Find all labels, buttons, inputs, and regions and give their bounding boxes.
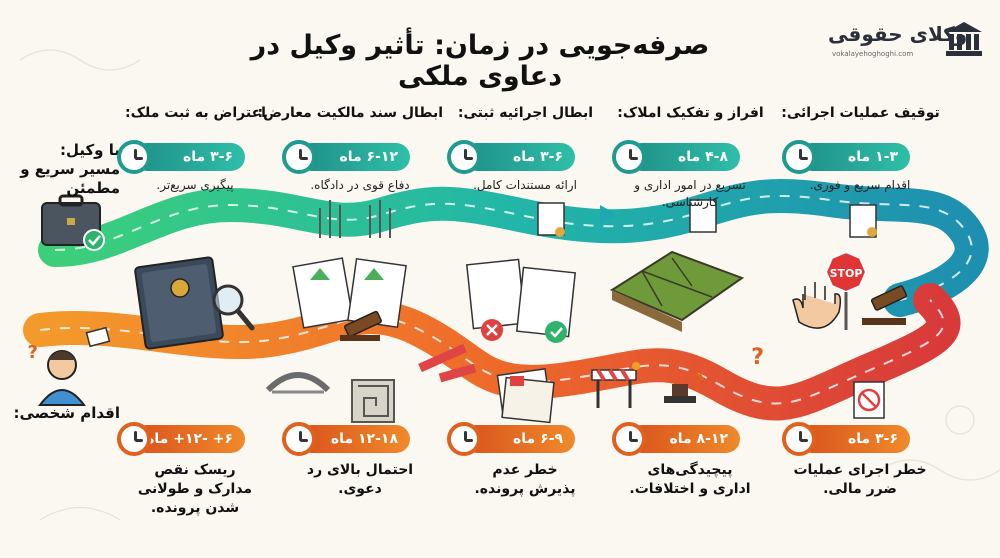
gate-icon: [319, 200, 391, 238]
logo: وکلای حقوقی vokalayehoghoghi.com: [822, 14, 992, 64]
stamp-question-icon: ? ?: [664, 345, 764, 403]
personal-description: خطر اجرای عملیات ضرر مالی.: [793, 462, 927, 497]
lawyer-duration-pill: ۳-۶ ماه: [463, 143, 575, 171]
personal-duration-pill: ۶+ -۱۲+ ماه: [133, 425, 245, 453]
maze-icon: [351, 379, 395, 423]
personal-description: ریسک نقص مدارک و طولانی شدن پرونده.: [137, 462, 253, 516]
lawyer-clock-icon: [282, 140, 316, 174]
briefcase-icon: [41, 194, 105, 251]
lawyer-description: ارائه مستندات کامل.: [473, 178, 577, 192]
torn-tape-icon: [418, 343, 477, 383]
stamped-document-icon: [689, 199, 877, 238]
lawyer-description: دفاع قوی در دادگاه.: [310, 178, 410, 192]
lawyer-description: اقدام سریع و فوری.: [809, 178, 911, 192]
lawyer-duration-pill: ۳-۶ ماه: [133, 143, 245, 171]
lawyer-clock-icon: [612, 140, 646, 174]
personal-duration-pill: ۸-۱۲ ماه: [628, 425, 740, 453]
svg-text:STOP: STOP: [830, 267, 863, 280]
crossed-document-icon: [853, 381, 885, 419]
svg-text:?: ?: [28, 342, 38, 363]
barrier-icon: [591, 362, 640, 408]
personal-description: پیچیدگی‌های اداری و اختلافات.: [629, 462, 751, 497]
column-title: توقیف عملیات اجرائی:: [781, 105, 940, 121]
lawyer-duration-pill: ۱-۳ ماه: [798, 143, 910, 171]
bridge-icon: [265, 372, 331, 394]
lawyer-duration-pill: ۶-۱۲ ماه: [298, 143, 410, 171]
personal-duration-pill: ۱۲-۱۸ ماه: [298, 425, 410, 453]
lawyer-duration-pill: ۴-۸ ماه: [628, 143, 740, 171]
documents-x-check-icon: [465, 258, 577, 343]
column-title: اعتراض به ثبت ملک:: [125, 105, 266, 121]
personal-clock-icon: [612, 422, 646, 456]
personal-description: احتمال بالای رد دعوی.: [306, 462, 414, 497]
certificate-icon: [537, 202, 618, 237]
land-parcel-icon: [609, 250, 745, 332]
page-title: صرفه‌جویی در زمان: تأثیر وکیل در دعاوی م…: [250, 30, 710, 92]
personal-duration-pill: ۶-۹ ماه: [463, 425, 575, 453]
personal-clock-icon: [282, 422, 316, 456]
lawyer-label: با وکیل: مسیر سریع و مطمئن: [20, 141, 120, 197]
personal-duration-pill: ۳-۶ ماه: [798, 425, 910, 453]
personal-description: خطر عدم پذیرش پرونده.: [474, 462, 576, 497]
law-book-icon: [134, 256, 255, 350]
paper-pile-icon: [496, 368, 555, 424]
column-title: ابطال اجرائیه ثبتی:: [457, 105, 594, 121]
logo-brand: وکلای حقوقی: [828, 22, 968, 46]
deeds-gavel-icon: [292, 257, 407, 341]
lawyer-clock-icon: [447, 140, 481, 174]
lawyer-description: تسریع در امور اداری و کارشناسی.: [634, 178, 746, 209]
lawyer-clock-icon: [117, 140, 151, 174]
column-title: افراز و تفکیک املاک:: [617, 105, 764, 121]
personal-label: اقدام شخصی:: [13, 404, 120, 422]
column-title: ابطال سند مالکیت معارض:: [257, 105, 443, 121]
lawyer-description: پیگیری سریع‌تر.: [156, 178, 234, 192]
lawyer-clock-icon: [782, 140, 816, 174]
person-icon: ?: [28, 326, 111, 406]
svg-text:?: ?: [691, 371, 704, 396]
stop-sign-icon: STOP: [792, 250, 908, 330]
personal-clock-icon: [782, 422, 816, 456]
personal-clock-icon: [117, 422, 151, 456]
logo-url: vokalayehoghoghi.com: [832, 50, 914, 58]
personal-clock-icon: [447, 422, 481, 456]
svg-text:?: ?: [751, 345, 764, 370]
courthouse-icon: [946, 22, 982, 56]
